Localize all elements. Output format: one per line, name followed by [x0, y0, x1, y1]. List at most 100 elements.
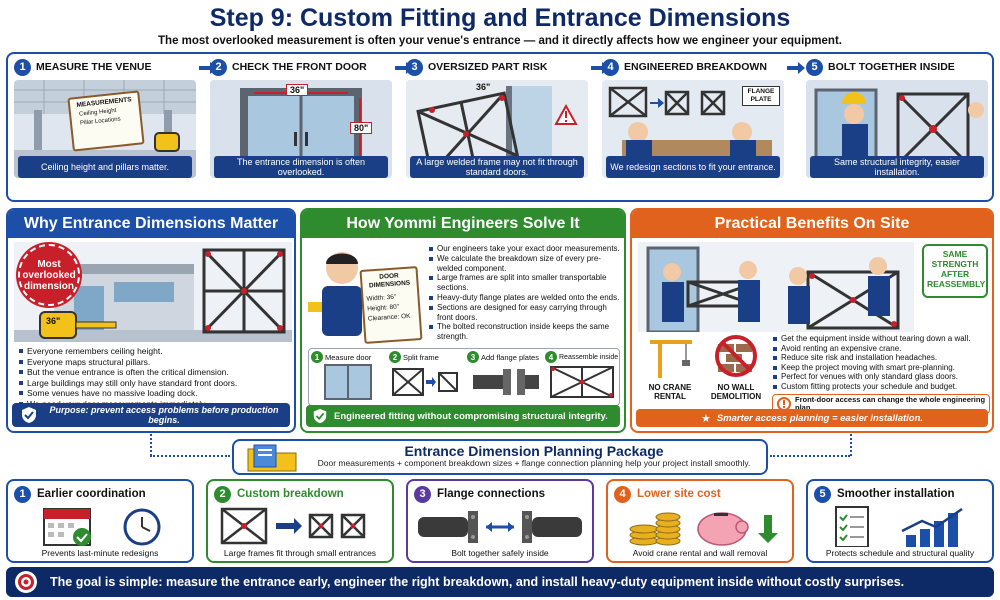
split-frame-icon	[392, 368, 458, 396]
benefit-card-lower-site-cost: 4 Lower site cost Avoid crane rental and…	[606, 479, 794, 563]
step-number: 4	[602, 58, 619, 76]
step-number: 3	[467, 351, 479, 363]
mini-step-label: Measure door	[325, 352, 372, 362]
step-title: CHECK THE FRONT DOOR	[232, 61, 367, 73]
shield-check-icon	[313, 408, 327, 424]
why-bullet-list: Everyone remembers ceiling height. Every…	[18, 346, 290, 409]
goal-footer: The goal is simple: measure the entrance…	[6, 567, 994, 597]
list-item: Large buildings may still only have stan…	[18, 378, 290, 389]
clipboard-line: Width: 36"	[366, 293, 397, 303]
panel-title: Why Entrance Dimensions Matter	[8, 210, 294, 238]
page-title: Step 9: Custom Fitting and Entrance Dime…	[209, 4, 791, 32]
step-number: 2	[210, 58, 227, 76]
purpose-bar: Purpose: prevent access problems before …	[12, 403, 290, 427]
list-item: Everyone maps structural pillars.	[18, 357, 290, 368]
benefit-title: Lower site cost	[637, 488, 721, 500]
reassembled-frame-icon	[550, 366, 614, 398]
benefit-title: Smoother installation	[837, 488, 955, 500]
clipboard-line: Height: 80"	[366, 303, 400, 313]
clipboard-line: Clearance: OK	[367, 312, 411, 323]
door-width-label: 36"	[286, 84, 309, 96]
breakdown-frames-icon	[220, 507, 366, 545]
benefit-number: 2	[214, 485, 231, 503]
step-caption: Ceiling height and pillars matter.	[18, 156, 192, 178]
benefit-number: 5	[814, 485, 831, 503]
step-title: BOLT TOGETHER INSIDE	[828, 61, 955, 73]
connector-line	[770, 455, 850, 457]
benefits-footer-text: Smarter access planning = easier install…	[716, 412, 924, 424]
measurements-clipboard: MEASUREMENTS Ceiling Height Pillar Locat…	[67, 90, 145, 152]
benefit-title: Flange connections	[437, 488, 545, 500]
panel-title: Practical Benefits On Site	[632, 210, 992, 238]
steps-strip: 1 MEASURE THE VENUE MEASUREMENTS Ceiling…	[6, 52, 994, 202]
step-number: 1	[14, 58, 31, 76]
shield-check-icon	[22, 407, 36, 423]
engineer-illustration	[308, 242, 422, 342]
step-title: MEASURE THE VENUE	[36, 61, 152, 73]
tape-measure-icon	[154, 132, 180, 152]
step-5: 5 BOLT TOGETHER INSIDE Same structural i…	[806, 58, 988, 198]
purpose-text: Purpose: prevent access problems before …	[49, 405, 279, 425]
list-item: We calculate the breakdown size of every…	[428, 254, 622, 274]
crane-icon	[650, 340, 692, 378]
benefit-number: 3	[414, 485, 431, 503]
list-item: Reduce site risk and installation headac…	[772, 353, 990, 363]
connector-line	[850, 434, 852, 456]
how-bullet-list: Our engineers take your exact door measu…	[428, 244, 622, 342]
list-item: The bolted reconstruction inside keeps t…	[428, 322, 622, 342]
clipboard-title: DOOR DIMENSIONS	[368, 272, 411, 290]
benefit-title: Earlier coordination	[37, 488, 146, 500]
frame-width-label: 36"	[476, 82, 491, 92]
step-caption: Same structural integrity, easier instal…	[810, 156, 984, 178]
list-item: Avoid renting an expensive crane.	[772, 344, 990, 354]
benefit-card-smoother-installation: 5 Smoother installation Protects schedul…	[806, 479, 994, 563]
step-number: 3	[406, 58, 423, 76]
step-number: 1	[311, 351, 323, 363]
benefit-number: 1	[14, 485, 31, 503]
step-title: ENGINEERED BREAKDOWN	[624, 61, 767, 73]
benefit-caption: Protects schedule and structural quality	[825, 548, 975, 558]
step-2: 2 CHECK THE FRONT DOOR 36" 80" The entra…	[210, 58, 392, 198]
mini-step: 4 Reassemble inside	[545, 351, 619, 403]
calendar-clock-icon	[43, 508, 161, 546]
flange-connection-icon	[418, 511, 582, 543]
step-3: 3 OVERSIZED PART RISK 36" A large welded…	[406, 58, 588, 198]
connector-line	[150, 434, 152, 456]
benefit-number: 4	[614, 485, 631, 503]
benefit-card-flange-connections: 3 Flange connections Bolt together safel…	[406, 479, 594, 563]
same-strength-badge: SAME STRENGTH AFTER REASSEMBLY	[922, 244, 988, 298]
benefit-caption: Prevents last-minute redesigns	[41, 548, 159, 558]
goal-text: The goal is simple: measure the entrance…	[50, 575, 905, 589]
panel-title: How Yommi Engineers Solve It	[302, 210, 624, 238]
mini-step: 3 Add flange plates	[467, 351, 541, 403]
list-item: Keep the project moving with smart pre-p…	[772, 363, 990, 373]
door-dimensions-clipboard: DOOR DIMENSIONS Width: 36" Height: 80" C…	[359, 266, 423, 344]
benefit-title: Custom breakdown	[237, 488, 344, 500]
benefits-bullet-list: Get the equipment inside without tearing…	[772, 334, 990, 392]
tape-label: 36"	[46, 316, 61, 326]
page-subtitle: The most overlooked measurement is often…	[158, 35, 842, 47]
step-number: 4	[545, 351, 557, 363]
list-item: Heavy-duty flange plates are welded onto…	[428, 293, 622, 303]
arrow-right-icon	[787, 62, 805, 74]
mini-step: 1 Measure door	[311, 351, 385, 403]
package-title: Entrance Dimension Planning Package	[404, 443, 664, 459]
step-number: 2	[389, 351, 401, 363]
no-wall-card: NO WALL DEMOLITION	[704, 334, 768, 401]
flange-plate-label: FLANGE PLATE	[742, 86, 780, 106]
list-item: Everyone remembers ceiling height.	[18, 346, 290, 357]
step-number: 5	[806, 58, 823, 76]
list-item: Get the equipment inside without tearing…	[772, 334, 990, 344]
checklist-growth-icon	[835, 506, 963, 548]
list-item: Our engineers take your exact door measu…	[428, 244, 622, 254]
no-wall-icon	[715, 335, 757, 377]
benefit-card-custom-breakdown: 2 Custom breakdown Large frames fit thro…	[206, 479, 394, 563]
no-crane-card: NO CRANE RENTAL	[640, 334, 700, 401]
list-item: But the venue entrance is often the crit…	[18, 367, 290, 378]
practical-benefits-panel: Practical Benefits On Site SAME STRENGTH…	[630, 208, 994, 433]
why-entrance-panel: Why Entrance Dimensions Matter Most over…	[6, 208, 296, 433]
benefit-caption: Large frames fit through small entrances	[223, 548, 377, 558]
list-item: Some venues have no massive loading dock…	[18, 388, 290, 399]
benefit-caption: Avoid crane rental and wall removal	[632, 548, 768, 558]
benefit-card-earlier-coordination: 1 Earlier coordination Prevents last-min…	[6, 479, 194, 563]
